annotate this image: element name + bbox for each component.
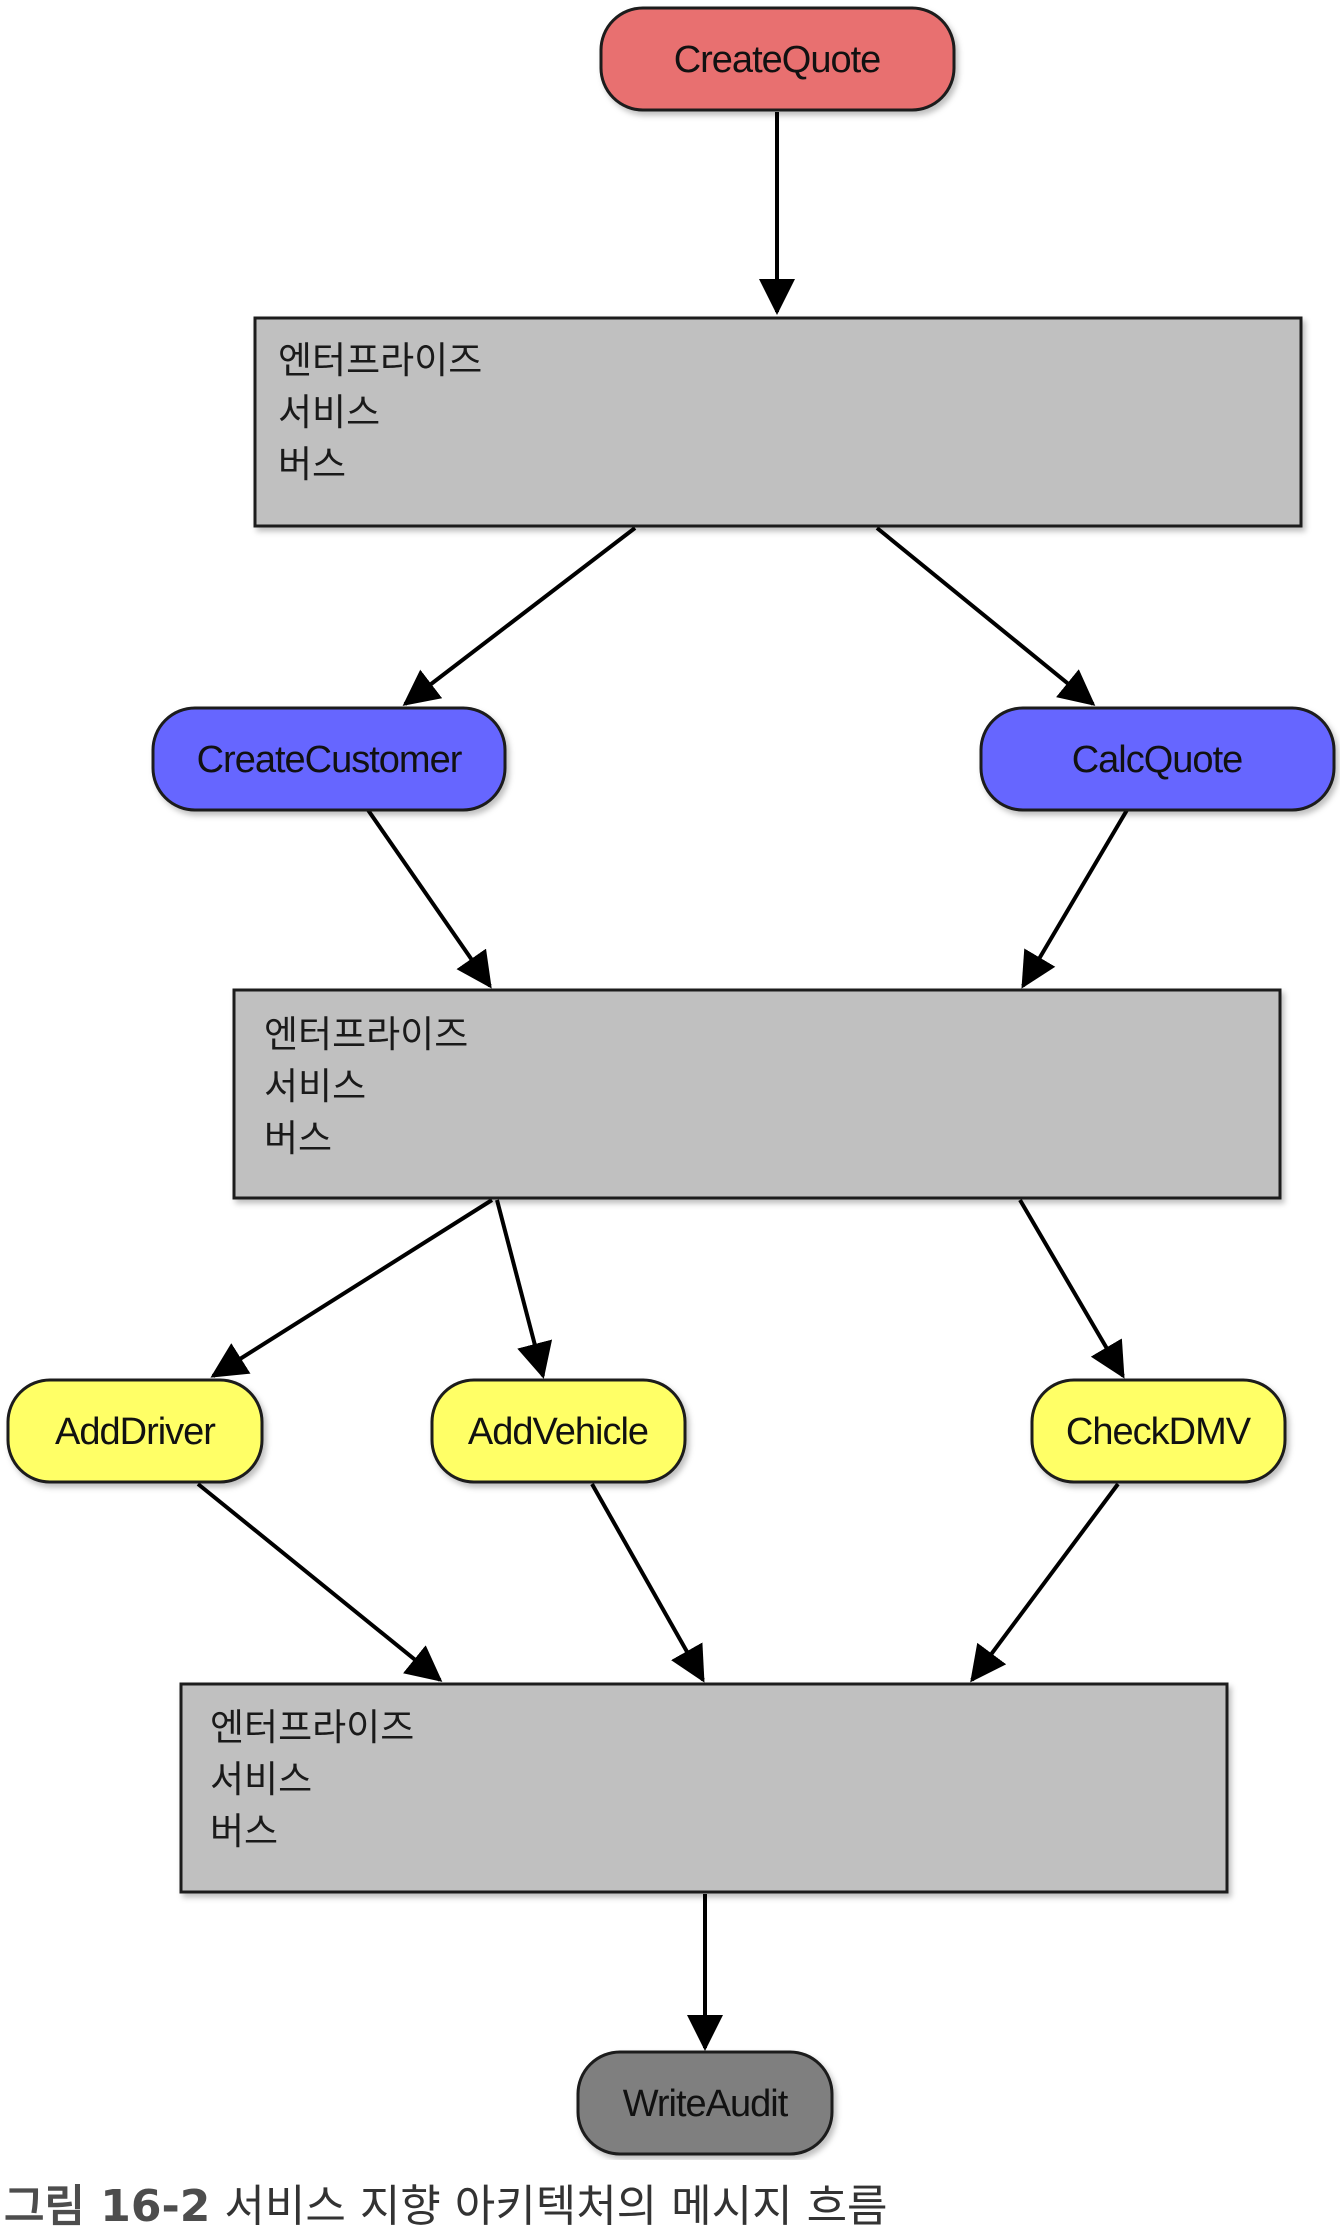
arrow-bus2-to-checkdmv bbox=[1018, 1198, 1125, 1379]
node-check-dmv-label: CheckDMV bbox=[1066, 1411, 1252, 1453]
bus-2-label-line-3: 버스 bbox=[264, 1117, 332, 1160]
node-calc-quote-label: CalcQuote bbox=[1072, 739, 1243, 781]
soa-flow-diagram: 엔터프라이즈 서비스 버스 엔터프라이즈 서비스 버스 엔터프라이즈 서비스 버… bbox=[6, 6, 1336, 2156]
node-create-quote: CreateQuote bbox=[599, 6, 956, 112]
bus-2-label-line-1: 엔터프라이즈 bbox=[264, 1013, 468, 1056]
arrow-bus2-to-addvehicle bbox=[495, 1199, 553, 1379]
arrow-bus1-to-createcustomer bbox=[402, 526, 637, 706]
arrow-adddriver-to-bus3 bbox=[196, 1482, 443, 1682]
node-calc-quote: CalcQuote bbox=[979, 706, 1336, 812]
bus-3-label-line-3: 버스 bbox=[210, 1810, 278, 1853]
enterprise-service-bus-1: 엔터프라이즈 서비스 버스 bbox=[253, 316, 1303, 528]
enterprise-service-bus-3: 엔터프라이즈 서비스 버스 bbox=[179, 1682, 1229, 1894]
bus-1-label-line-3: 버스 bbox=[278, 443, 346, 486]
arrow-calcquote-to-bus2 bbox=[1021, 808, 1129, 989]
figure-caption: 그림 16-2 서비스 지향 아키텍처의 메시지 흐름 bbox=[4, 2170, 888, 2234]
figure-caption-text: 서비스 지향 아키텍처의 메시지 흐름 bbox=[224, 2181, 888, 2232]
connectors bbox=[196, 112, 1129, 2051]
bus-1-label-line-1: 엔터프라이즈 bbox=[278, 339, 482, 382]
bus-3-label-line-1: 엔터프라이즈 bbox=[210, 1706, 414, 1749]
bus-1-label-line-2: 서비스 bbox=[278, 391, 380, 434]
enterprise-service-bus-2: 엔터프라이즈 서비스 버스 bbox=[232, 988, 1282, 1200]
node-write-audit-label: WriteAudit bbox=[623, 2083, 789, 2125]
figure-number: 그림 16-2 bbox=[4, 2181, 211, 2232]
node-create-quote-label: CreateQuote bbox=[674, 39, 881, 81]
arrow-addvehicle-to-bus3 bbox=[590, 1483, 705, 1683]
node-add-vehicle-label: AddVehicle bbox=[468, 1411, 648, 1453]
bus-3-label-line-2: 서비스 bbox=[210, 1758, 312, 1801]
node-add-driver-label: AddDriver bbox=[55, 1411, 216, 1453]
node-create-customer: CreateCustomer bbox=[151, 706, 507, 812]
arrow-createcustomer-to-bus2 bbox=[366, 808, 492, 989]
arrow-bus2-to-adddriver bbox=[210, 1198, 494, 1378]
bus-2-label-line-2: 서비스 bbox=[264, 1065, 366, 1108]
node-check-dmv: CheckDMV bbox=[1030, 1378, 1287, 1484]
node-add-driver: AddDriver bbox=[6, 1378, 264, 1484]
arrow-checkdmv-to-bus3 bbox=[970, 1482, 1120, 1683]
arrow-bus1-to-calcquote bbox=[875, 526, 1096, 706]
node-create-customer-label: CreateCustomer bbox=[197, 739, 463, 781]
node-add-vehicle: AddVehicle bbox=[430, 1378, 687, 1484]
node-write-audit: WriteAudit bbox=[576, 2050, 834, 2156]
